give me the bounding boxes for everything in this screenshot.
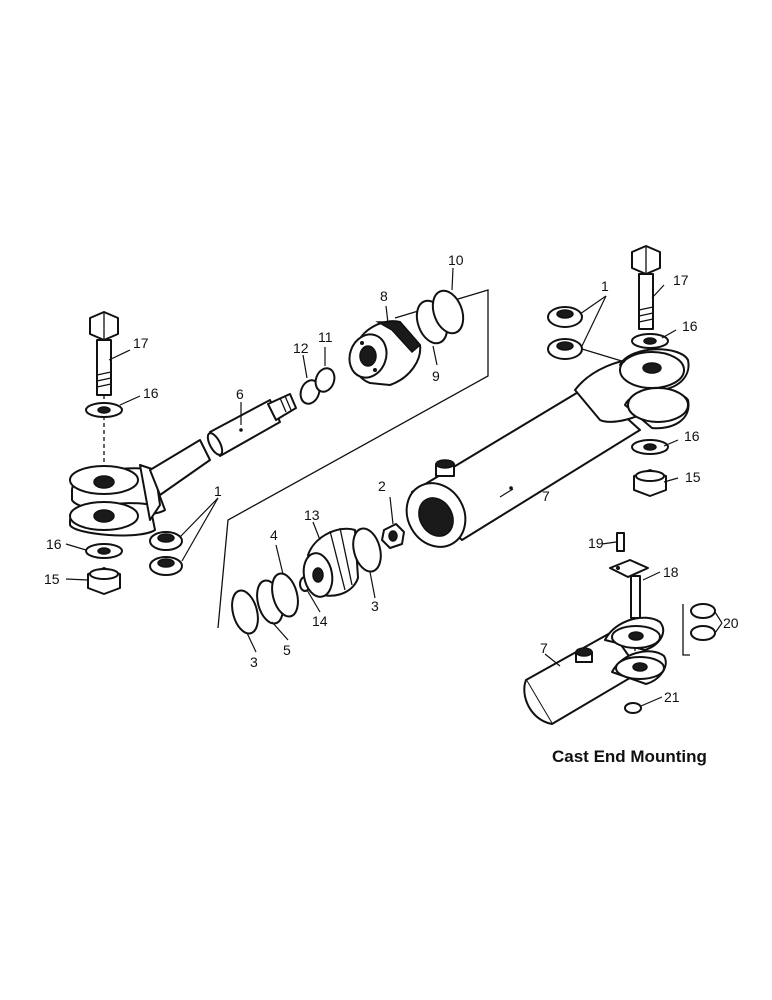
callout-19: 19 <box>588 535 604 551</box>
callout-3-right: 3 <box>371 598 379 614</box>
callout-17-right: 17 <box>673 272 689 288</box>
left-bushings <box>149 531 183 576</box>
callout-4: 4 <box>270 527 278 543</box>
callout-16-left-top: 16 <box>143 385 159 401</box>
callout-7-main: 7 <box>542 488 550 504</box>
left-nut <box>87 567 121 595</box>
right-cap-clevis <box>574 348 690 430</box>
callout-16-right-bottom: 16 <box>684 428 700 444</box>
o-ring-11 <box>314 367 336 393</box>
callout-9: 9 <box>432 368 440 384</box>
right-nut <box>633 469 667 497</box>
callout-21: 21 <box>664 689 680 705</box>
piston-rod <box>206 393 297 457</box>
right-top-washer-hole <box>643 337 657 345</box>
callout-5: 5 <box>283 642 291 658</box>
callout-3-left: 3 <box>250 654 258 670</box>
callout-16-left-bottom: 16 <box>46 536 62 552</box>
callouts: 1 1 2 3 3 4 5 6 7 7 8 9 10 11 12 13 14 1… <box>44 252 739 705</box>
left-bolt <box>89 311 119 478</box>
callout-8: 8 <box>380 288 388 304</box>
ring-4 <box>271 572 299 618</box>
callout-20: 20 <box>723 615 739 631</box>
callout-14: 14 <box>312 613 328 629</box>
left-bottom-washer-hole <box>97 547 111 555</box>
callout-1-right: 1 <box>601 278 609 294</box>
leader-lines <box>65 267 723 707</box>
callout-13: 13 <box>304 507 320 523</box>
callout-12: 12 <box>293 340 309 356</box>
callout-15-right: 15 <box>685 469 701 485</box>
left-top-washer-hole <box>97 406 111 414</box>
right-bolt <box>631 245 661 330</box>
cast-end-mounting-detail <box>523 532 716 725</box>
ring-3-right <box>352 527 382 573</box>
piston-13 <box>302 527 359 598</box>
nut-2 <box>381 523 405 549</box>
ring-3-left <box>231 589 259 635</box>
caption-cast-end-mounting: Cast End Mounting <box>552 747 707 766</box>
callout-18: 18 <box>663 564 679 580</box>
callout-6: 6 <box>236 386 244 402</box>
callout-11: 11 <box>318 329 333 345</box>
callout-15-left: 15 <box>44 571 60 587</box>
gland <box>348 320 422 386</box>
o-ring-12 <box>299 379 321 405</box>
left-rod-end-clevis <box>69 439 211 537</box>
callout-2: 2 <box>378 478 386 494</box>
callout-10: 10 <box>448 252 464 268</box>
callout-1-left: 1 <box>214 483 222 499</box>
callout-7-detail: 7 <box>540 640 548 656</box>
callout-17-left: 17 <box>133 335 149 351</box>
right-bushings <box>547 306 626 363</box>
right-bottom-washer-hole <box>643 443 657 451</box>
callout-16-right-top: 16 <box>682 318 698 334</box>
ring-10 <box>431 289 465 335</box>
